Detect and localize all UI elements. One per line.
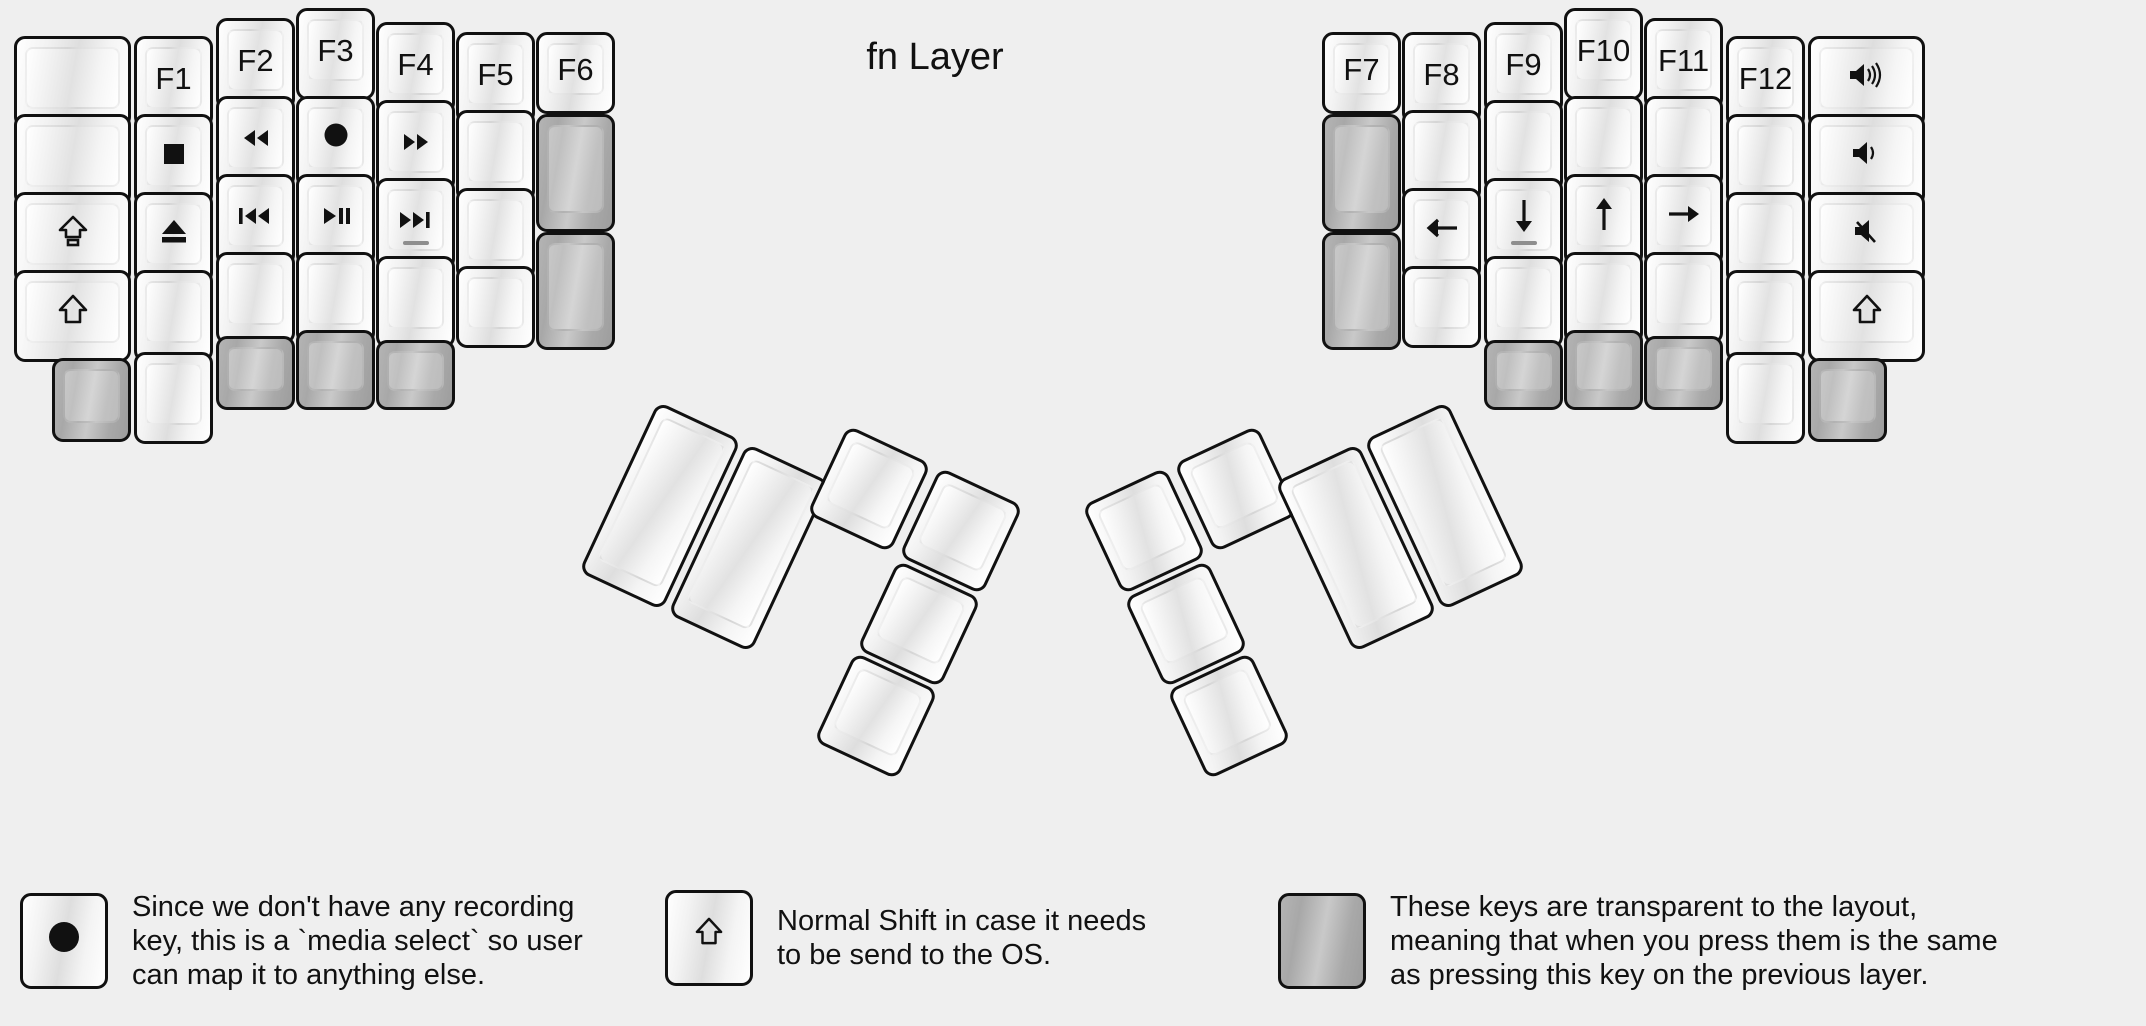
shift-icon bbox=[58, 292, 88, 332]
key-transparent-left-inner-r3[interactable] bbox=[536, 232, 615, 350]
eject-icon bbox=[159, 216, 189, 252]
legend-text: These keys are transparent to the layout… bbox=[1390, 891, 1998, 992]
legend-item-record: Since we don't have any recording key, t… bbox=[20, 890, 583, 993]
legend-item-shift: Normal Shift in case it needs to be send… bbox=[665, 890, 1146, 986]
shift-icon bbox=[1852, 292, 1882, 332]
arrow-down-icon bbox=[1511, 198, 1537, 242]
shift-icon bbox=[695, 915, 723, 953]
key-transparent-right-outer-r5[interactable] bbox=[1808, 358, 1887, 442]
key-blank-right-ring-r4[interactable] bbox=[1644, 252, 1723, 344]
key-blank-right-inner2-r4[interactable] bbox=[1402, 266, 1481, 348]
key-shift-right[interactable] bbox=[1808, 270, 1925, 362]
volume-mute-icon bbox=[1847, 216, 1887, 252]
stop-icon bbox=[161, 139, 187, 173]
legend-key-transparent bbox=[1278, 893, 1366, 990]
key-blank-left-ring-r4[interactable] bbox=[216, 252, 295, 344]
key-label: F5 bbox=[477, 56, 514, 92]
key-label: F6 bbox=[557, 51, 594, 87]
arrow-left-icon bbox=[1423, 213, 1461, 247]
key-transparent-left-inner-r2[interactable] bbox=[536, 114, 615, 232]
key-label: F10 bbox=[1576, 32, 1631, 68]
key-shift-left[interactable] bbox=[14, 270, 131, 362]
legend-key-shift bbox=[665, 890, 753, 986]
record-icon bbox=[321, 120, 351, 156]
arrow-up-icon bbox=[1591, 194, 1617, 238]
key-f6[interactable]: F6 bbox=[536, 32, 615, 114]
key-transparent-left-ring-r5[interactable] bbox=[216, 336, 295, 410]
next-track-icon bbox=[396, 203, 436, 237]
key-blank-left-inner2-r4[interactable] bbox=[456, 266, 535, 348]
rewind-icon bbox=[238, 121, 274, 155]
key-transparent-right-middle-r5[interactable] bbox=[1564, 330, 1643, 410]
key-blank-right-pinky-r5[interactable] bbox=[1726, 352, 1805, 444]
legend-key-record bbox=[20, 893, 108, 990]
caps-lock-icon bbox=[58, 214, 88, 254]
key-blank-right-index-r4[interactable] bbox=[1484, 256, 1563, 348]
volume-up-icon bbox=[1847, 60, 1887, 96]
key-blank-right-pinky-r4[interactable] bbox=[1726, 270, 1805, 362]
key-transparent-left-index-r5[interactable] bbox=[376, 340, 455, 410]
key-label: F1 bbox=[155, 60, 192, 96]
key-transparent-right-inner-r2[interactable] bbox=[1322, 114, 1401, 232]
key-label: F9 bbox=[1505, 46, 1542, 82]
key-transparent-right-ring-r5[interactable] bbox=[1644, 336, 1723, 410]
legend-text: Normal Shift in case it needs to be send… bbox=[777, 904, 1147, 971]
key-f7[interactable]: F7 bbox=[1322, 32, 1401, 114]
fast-forward-icon bbox=[398, 125, 434, 159]
volume-down-icon bbox=[1847, 138, 1887, 174]
key-f10[interactable]: F10 bbox=[1564, 8, 1643, 100]
key-label: F11 bbox=[1657, 42, 1710, 78]
homing-bump-indicator bbox=[1510, 241, 1537, 245]
key-transparent-right-inner-r3[interactable] bbox=[1322, 232, 1401, 350]
key-blank-left-index-r4[interactable] bbox=[376, 256, 455, 348]
key-transparent-left-outer-r5[interactable] bbox=[52, 358, 131, 442]
key-label: F7 bbox=[1343, 51, 1380, 87]
key-blank-left-pinky-r5[interactable] bbox=[134, 352, 213, 444]
page-title: fn Layer bbox=[866, 36, 1004, 78]
key-label: F8 bbox=[1423, 56, 1460, 92]
legend-text: Since we don't have any recording key, t… bbox=[132, 891, 583, 992]
key-label: F4 bbox=[397, 46, 434, 82]
legend-item-transparent: These keys are transparent to the layout… bbox=[1278, 890, 1998, 993]
homing-bump-indicator bbox=[402, 241, 429, 245]
record-icon bbox=[49, 922, 79, 953]
key-transparent-right-index-r5[interactable] bbox=[1484, 340, 1563, 410]
previous-track-icon bbox=[236, 199, 276, 233]
key-label: F12 bbox=[1738, 60, 1793, 96]
key-f3[interactable]: F3 bbox=[296, 8, 375, 100]
legend: Since we don't have any recording key, t… bbox=[0, 876, 2146, 1016]
key-transparent-left-middle-r5[interactable] bbox=[296, 330, 375, 410]
arrow-right-icon bbox=[1665, 199, 1703, 233]
key-label: F3 bbox=[317, 32, 354, 68]
key-label: F2 bbox=[237, 42, 274, 78]
play-pause-icon bbox=[318, 199, 354, 233]
key-blank-left-pinky-r4[interactable] bbox=[134, 270, 213, 362]
